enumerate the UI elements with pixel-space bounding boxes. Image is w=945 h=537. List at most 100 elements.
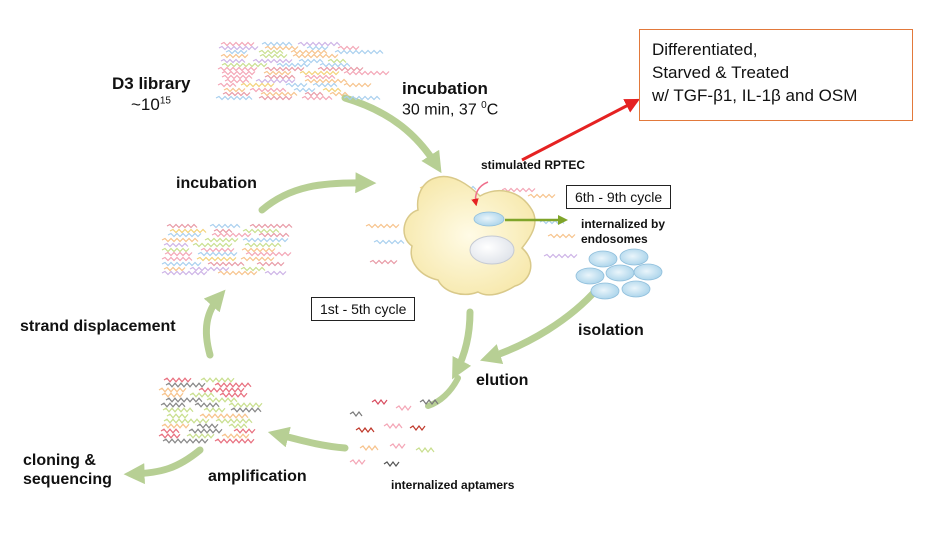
internalized-aptamer-fragments xyxy=(349,399,439,467)
incubation-top-detail: 30 min, 37 0C xyxy=(402,100,498,119)
aptamer-strand xyxy=(200,247,235,253)
aptamer-strand xyxy=(189,392,215,398)
aptamer-strand xyxy=(258,95,293,101)
aptamer-strand xyxy=(167,232,202,238)
aptamer-strand xyxy=(162,438,209,444)
aptamer-strand xyxy=(161,247,190,253)
aptamer-strand xyxy=(218,45,259,51)
aptamer-strand xyxy=(359,445,379,451)
isolated-endosomes xyxy=(575,248,663,300)
incubation-detail-time: 30 min, 37 xyxy=(402,101,482,119)
aptamer-strand xyxy=(329,91,349,97)
aptamer-strand xyxy=(223,87,246,93)
strand-displacement-label: strand displacement xyxy=(20,318,176,335)
aptamer-strand xyxy=(163,377,192,383)
aptamer-strand xyxy=(322,87,342,93)
elution-label: elution xyxy=(476,372,529,389)
aptamer-strand xyxy=(217,82,237,88)
endosome-label-line-2: endosomes xyxy=(581,232,648,246)
aptamer-strand xyxy=(242,237,289,243)
aptamer-strand xyxy=(240,256,275,262)
aptamer-strand xyxy=(259,53,288,59)
aptamer-strand xyxy=(373,239,405,245)
arrow-aptamers-to-amplification xyxy=(267,426,349,452)
callout-arrow xyxy=(521,98,640,162)
aptamer-strand xyxy=(371,399,388,405)
aptamer-strand xyxy=(258,49,284,55)
aptamer-strand xyxy=(160,402,186,408)
aptamer-strand xyxy=(292,53,339,59)
aptamer-strand xyxy=(343,95,381,101)
aptamer-strand xyxy=(343,82,372,88)
aptamer-strand xyxy=(365,223,400,229)
aptamer-strand xyxy=(255,78,296,84)
aptamer-strand xyxy=(220,53,249,59)
aptamer-strand xyxy=(166,223,198,229)
aptamer-strand xyxy=(224,78,250,84)
cloning-label-line-2: sequencing xyxy=(23,471,112,488)
aptamer-strand xyxy=(299,70,340,76)
incubation-detail-degree: 0 xyxy=(481,100,487,111)
aptamer-strand xyxy=(197,251,238,257)
library-size-exponent: 15 xyxy=(159,95,171,107)
aptamer-strand xyxy=(343,70,390,76)
aptamer-strand xyxy=(222,91,251,97)
endosome xyxy=(605,264,635,282)
incubation-top-title: incubation xyxy=(402,79,488,98)
aptamer-strand xyxy=(221,433,250,439)
amplified-aptamers xyxy=(158,377,263,444)
aptamer-strand xyxy=(221,70,256,76)
aptamer-strand xyxy=(214,438,255,444)
aptamer-strand xyxy=(383,461,400,467)
aptamer-strand xyxy=(415,447,435,453)
aptamer-strand xyxy=(220,41,255,47)
aptamer-strand xyxy=(249,87,287,93)
aptamer-strand xyxy=(199,413,249,419)
cell-nucleus xyxy=(469,235,515,265)
aptamer-strand xyxy=(543,253,578,259)
aptamer-strand xyxy=(165,382,206,388)
aptamer-strand xyxy=(215,418,253,424)
aptamer-strand xyxy=(249,223,293,229)
aptamer-strand xyxy=(245,251,292,257)
aptamer-strand xyxy=(349,411,363,417)
aptamer-strand xyxy=(225,49,248,55)
aptamer-strand xyxy=(240,82,275,88)
aptamer-strand xyxy=(161,423,190,429)
late-cycle-box: 6th - 9th cycle xyxy=(566,185,672,209)
aptamer-strand xyxy=(194,402,220,408)
aptamer-strand xyxy=(301,95,333,101)
arrow-strand-to-incubation xyxy=(202,289,226,359)
callout-line-3: w/ TGF-β1, IL-1β and OSM xyxy=(652,86,858,105)
aptamer-strand xyxy=(196,256,237,262)
library-size: ~1015 xyxy=(131,95,171,115)
aptamer-strand xyxy=(304,91,324,97)
aptamer-strand xyxy=(297,41,341,47)
aptamer-strand xyxy=(189,266,230,272)
endosome xyxy=(590,282,620,300)
aptamer-strand xyxy=(298,58,324,64)
cell-endosome xyxy=(473,211,505,227)
aptamer-strand xyxy=(161,261,202,267)
aptamer-strand xyxy=(207,261,245,267)
aptamer-strand xyxy=(164,251,193,257)
callout-line-1: Differentiated, xyxy=(652,40,758,59)
aptamer-strand xyxy=(214,382,252,388)
aptamer-strand xyxy=(163,266,186,272)
aptamer-strand xyxy=(230,407,262,413)
incubation-left-label: incubation xyxy=(176,175,257,192)
aptamer-strand xyxy=(217,66,258,72)
aptamer-strand xyxy=(264,270,287,276)
aptamer-strand xyxy=(389,443,406,449)
cell-body xyxy=(403,175,536,296)
arrow-isolation-to-elution xyxy=(480,284,602,365)
aptamer-strand xyxy=(242,228,280,234)
aptamer-strand xyxy=(319,62,351,68)
aptamer-strand xyxy=(213,228,233,234)
early-cycle-box: 1st - 5th cycle xyxy=(311,297,416,321)
aptamer-strand xyxy=(209,223,241,229)
isolation-label: isolation xyxy=(578,322,644,339)
aptamer-strand xyxy=(160,428,180,434)
endosome xyxy=(588,250,618,268)
